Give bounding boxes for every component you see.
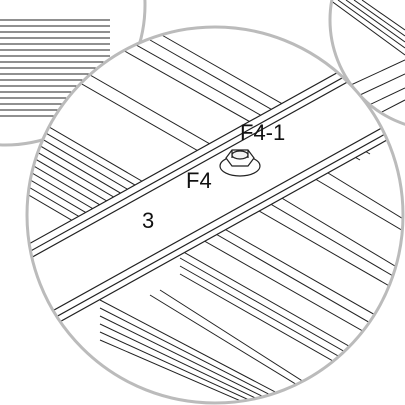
main-detail-circle [25,25,405,405]
fastener-nut [219,149,261,177]
label-fastener: F4 [186,168,212,193]
top-left-detail-circle [0,0,147,147]
label-fastener-assembly: F4-1 [240,120,285,145]
top-right-detail-circle [328,0,405,126]
beam-member [27,34,403,356]
label-part-number: 3 [142,208,154,233]
